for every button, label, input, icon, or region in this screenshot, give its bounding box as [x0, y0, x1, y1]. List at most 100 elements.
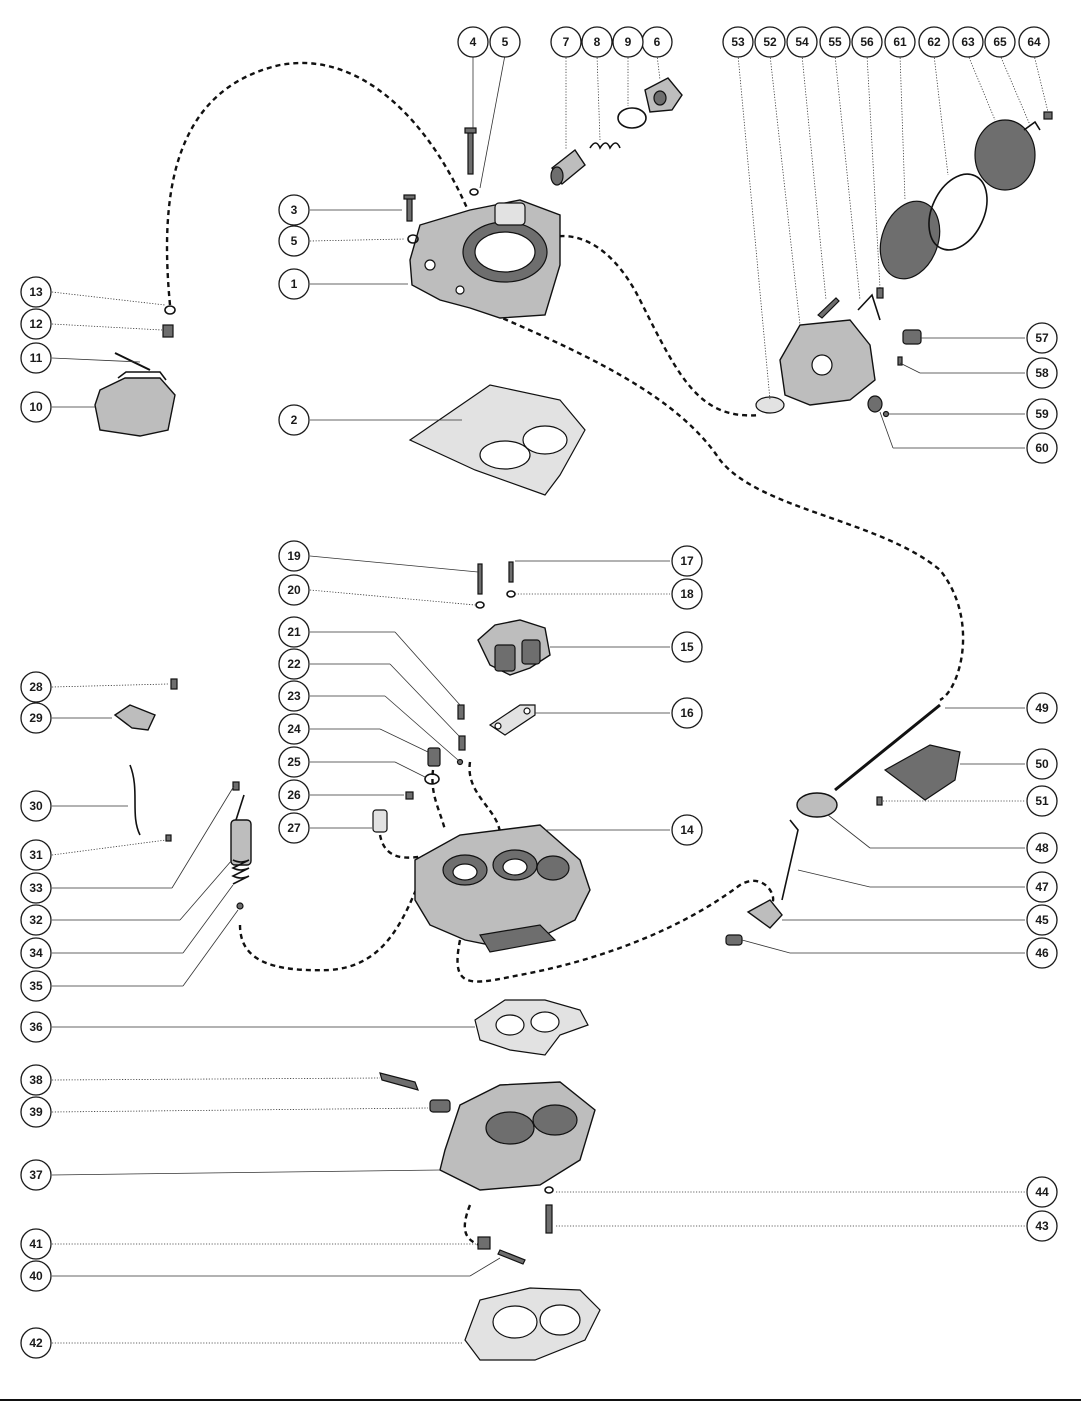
part-29-lever: [113, 704, 156, 731]
part-2-gasket: [408, 384, 586, 496]
callout-circle: [20, 839, 52, 871]
callout-circle: [20, 937, 52, 969]
part-63-cover: [974, 119, 1036, 191]
callout-37: 37: [20, 1159, 52, 1191]
part-58-pin: [897, 356, 903, 366]
callout-label: 7: [563, 35, 570, 49]
callout-27: 27: [278, 812, 310, 844]
callout-circle: [1026, 871, 1058, 903]
callout-circle: [20, 1228, 52, 1260]
callout-4: 4: [457, 26, 489, 58]
callout-label: 42: [29, 1336, 43, 1350]
callout-label: 45: [1035, 913, 1049, 927]
part-26-plug: [405, 791, 414, 800]
callout-36: 36: [20, 1011, 52, 1043]
callout-label: 58: [1035, 366, 1049, 380]
callout-circle: [984, 26, 1016, 58]
callout-15: 15: [671, 631, 703, 663]
callout-label: 53: [731, 35, 745, 49]
part-53-gasket: [755, 396, 785, 414]
callout-label: 1: [291, 277, 298, 291]
callout-42: 42: [20, 1327, 52, 1359]
callout-label: 15: [680, 640, 694, 654]
part-28-screw: [170, 678, 178, 690]
callout-29: 29: [20, 702, 52, 734]
callout-label: 33: [29, 881, 43, 895]
callout-circle: [20, 904, 52, 936]
callout-circle: [278, 404, 310, 436]
callout-49: 49: [1026, 692, 1058, 724]
callout-23: 23: [278, 680, 310, 712]
callout-31: 31: [20, 839, 52, 871]
callout-circle: [1026, 432, 1058, 464]
part-33-clip: [232, 781, 240, 791]
callout-circle: [20, 1327, 52, 1359]
part-50-choke-plate: [883, 744, 961, 801]
callout-circle: [581, 26, 613, 58]
part-27-plug: [372, 809, 388, 833]
part-23-ball: [456, 758, 464, 766]
callout-38: 38: [20, 1064, 52, 1096]
callout-circle: [754, 26, 786, 58]
callout-label: 34: [29, 946, 43, 960]
callout-34: 34: [20, 937, 52, 969]
callout-circle: [1026, 322, 1058, 354]
part-65-clip: [1023, 120, 1041, 131]
callout-62: 62: [918, 26, 950, 58]
part-40-screw: [497, 1249, 526, 1265]
callout-label: 21: [287, 625, 301, 639]
part-57-plug: [902, 329, 922, 345]
callout-label: 59: [1035, 407, 1049, 421]
callout-circle: [20, 1260, 52, 1292]
callout-label: 35: [29, 979, 43, 993]
callout-8: 8: [581, 26, 613, 58]
part-7-filter: [550, 148, 586, 186]
callout-label: 48: [1035, 841, 1049, 855]
callout-51: 51: [1026, 785, 1058, 817]
part-43-screw: [545, 1204, 553, 1234]
part-20-washer: [475, 601, 485, 609]
callout-58: 58: [1026, 357, 1058, 389]
callout-label: 9: [625, 35, 632, 49]
callout-circle: [671, 578, 703, 610]
callout-57: 57: [1026, 322, 1058, 354]
part-49-choke-rod: [834, 703, 941, 792]
callout-circle: [457, 26, 489, 58]
callout-circle: [819, 26, 851, 58]
callout-circle: [20, 1064, 52, 1096]
part-52-pump-body: [779, 319, 876, 406]
callout-30: 30: [20, 790, 52, 822]
callout-14: 14: [671, 814, 703, 846]
callout-46: 46: [1026, 937, 1058, 969]
callout-19: 19: [278, 540, 310, 572]
callout-circle: [884, 26, 916, 58]
callout-label: 37: [29, 1168, 43, 1182]
callout-43: 43: [1026, 1210, 1058, 1242]
part-21-jet: [457, 704, 465, 720]
callout-circle: [786, 26, 818, 58]
callout-label: 49: [1035, 701, 1049, 715]
callout-circle: [612, 26, 644, 58]
part-3-screw: [403, 194, 416, 222]
callout-label: 20: [287, 583, 301, 597]
callout-circle: [1026, 1210, 1058, 1242]
callout-50: 50: [1026, 748, 1058, 780]
callout-circle: [278, 194, 310, 226]
part-16-gasket: [488, 704, 536, 736]
part-17-screw: [508, 561, 514, 583]
part-36-gasket: [474, 999, 589, 1056]
callout-label: 39: [29, 1105, 43, 1119]
callout-label: 27: [287, 821, 301, 835]
callout-7: 7: [550, 26, 582, 58]
callout-circle: [278, 779, 310, 811]
callout-13: 13: [20, 276, 52, 308]
part-35-ball: [236, 902, 244, 910]
callout-circle: [278, 225, 310, 257]
callout-label: 56: [860, 35, 874, 49]
part-46-screw: [725, 934, 743, 946]
callout-circle: [20, 872, 52, 904]
part-9-gasket: [617, 107, 647, 129]
callout-28: 28: [20, 671, 52, 703]
part-8-spring: [589, 142, 621, 150]
callout-label: 28: [29, 680, 43, 694]
